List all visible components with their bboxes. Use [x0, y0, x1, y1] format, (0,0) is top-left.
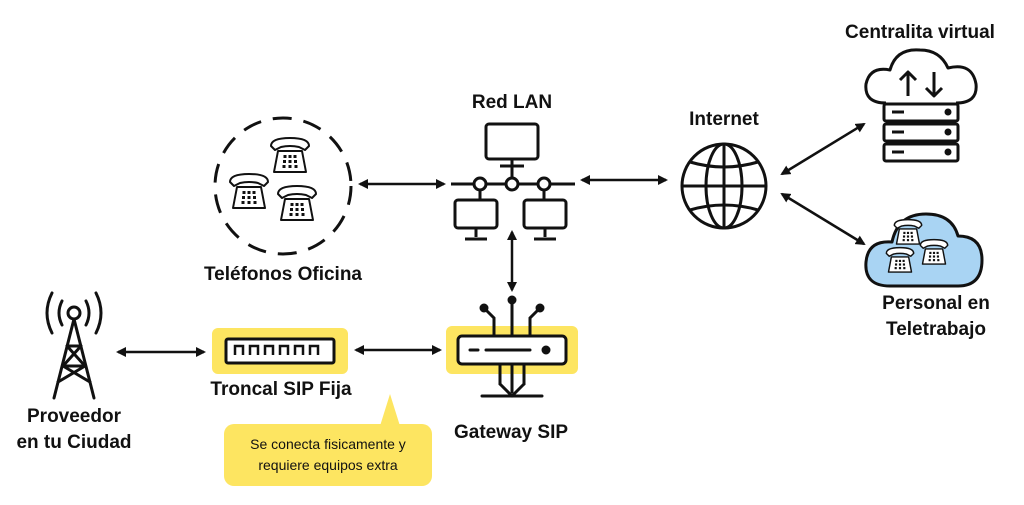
callout-note: Se conecta fisicamente y requiere equipo… — [224, 424, 432, 486]
arrow-internet-teletrabajo — [780, 192, 866, 246]
label-telefonos-oficina: Teléfonos Oficina — [203, 264, 362, 285]
label-teletrabajo-line1: Personal en — [882, 293, 990, 314]
connectors — [116, 122, 866, 357]
gateway-router-icon — [446, 295, 578, 398]
arrow-internet-centralita — [780, 122, 866, 176]
cloud-phones-icon — [864, 212, 984, 288]
callout-line2: requiere equipos extra — [258, 457, 398, 473]
label-proveedor: Proveedor en tu Ciudad — [4, 404, 144, 456]
globe-icon — [680, 142, 768, 230]
label-gateway-sip: Gateway SIP — [453, 422, 569, 443]
label-centralita-virtual: Centralita virtual — [845, 22, 995, 43]
desk-phones-icon — [213, 116, 353, 256]
label-troncal-sip: Troncal SIP Fija — [210, 379, 352, 400]
radio-tower-icon — [45, 291, 103, 400]
lan-network-icon — [451, 122, 575, 241]
label-internet: Internet — [689, 109, 759, 130]
label-teletrabajo-line2: Teletrabajo — [886, 319, 986, 340]
label-proveedor-line1: Proveedor — [27, 406, 121, 427]
label-teletrabajo: Personal en Teletrabajo — [856, 291, 1016, 343]
label-red-lan: Red LAN — [471, 92, 553, 113]
sip-trunk-icon — [212, 328, 348, 374]
callout-line1: Se conecta fisicamente y — [250, 436, 406, 452]
cloud-server-icon — [864, 48, 978, 163]
label-proveedor-line2: en tu Ciudad — [16, 432, 132, 453]
callout-tail — [380, 394, 400, 426]
